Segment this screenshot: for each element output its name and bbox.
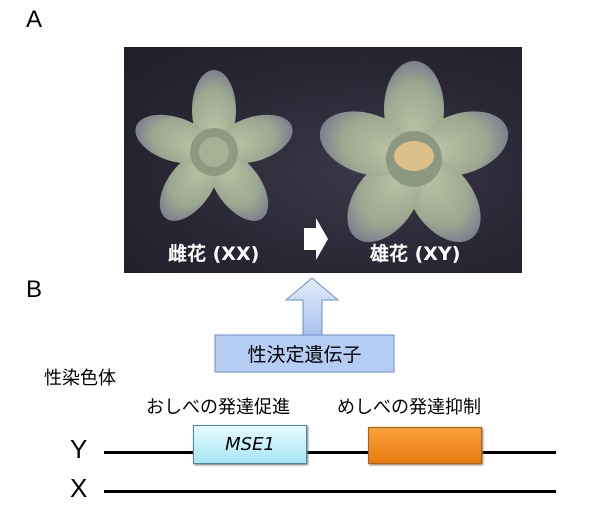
female-flower (135, 70, 293, 221)
stamen-promotion-label: おしべの発達促進 (146, 397, 290, 418)
female-flower-caption: 雌花 (XX) (168, 243, 260, 265)
y-chromosome-line (104, 451, 556, 454)
right-arrow-icon (304, 218, 328, 260)
panel-label-b: B (26, 276, 43, 303)
male-flower (319, 61, 509, 243)
flower-photo: 雌花 (XX) 雄花 (XY) (124, 47, 522, 273)
mse1-gene-box: MSE1 (193, 425, 307, 464)
sex-determination-gene-label: 性決定遺伝子 (247, 344, 362, 366)
x-chromosome-label: X (70, 473, 88, 503)
up-arrow-icon (214, 277, 395, 373)
x-chromosome-line (104, 490, 556, 493)
panel-label-a: A (26, 6, 43, 33)
male-flower-caption: 雄花 (XY) (370, 243, 461, 265)
sex-chromosome-label: 性染色体 (44, 368, 116, 389)
mse1-gene-name: MSE1 (225, 434, 275, 455)
pistil-suppression-label: めしべの発達抑制 (337, 397, 481, 418)
y-chromosome-label: Y (70, 434, 88, 464)
pistil-suppressor-gene-box (368, 427, 482, 464)
flower-illustration (135, 61, 509, 260)
